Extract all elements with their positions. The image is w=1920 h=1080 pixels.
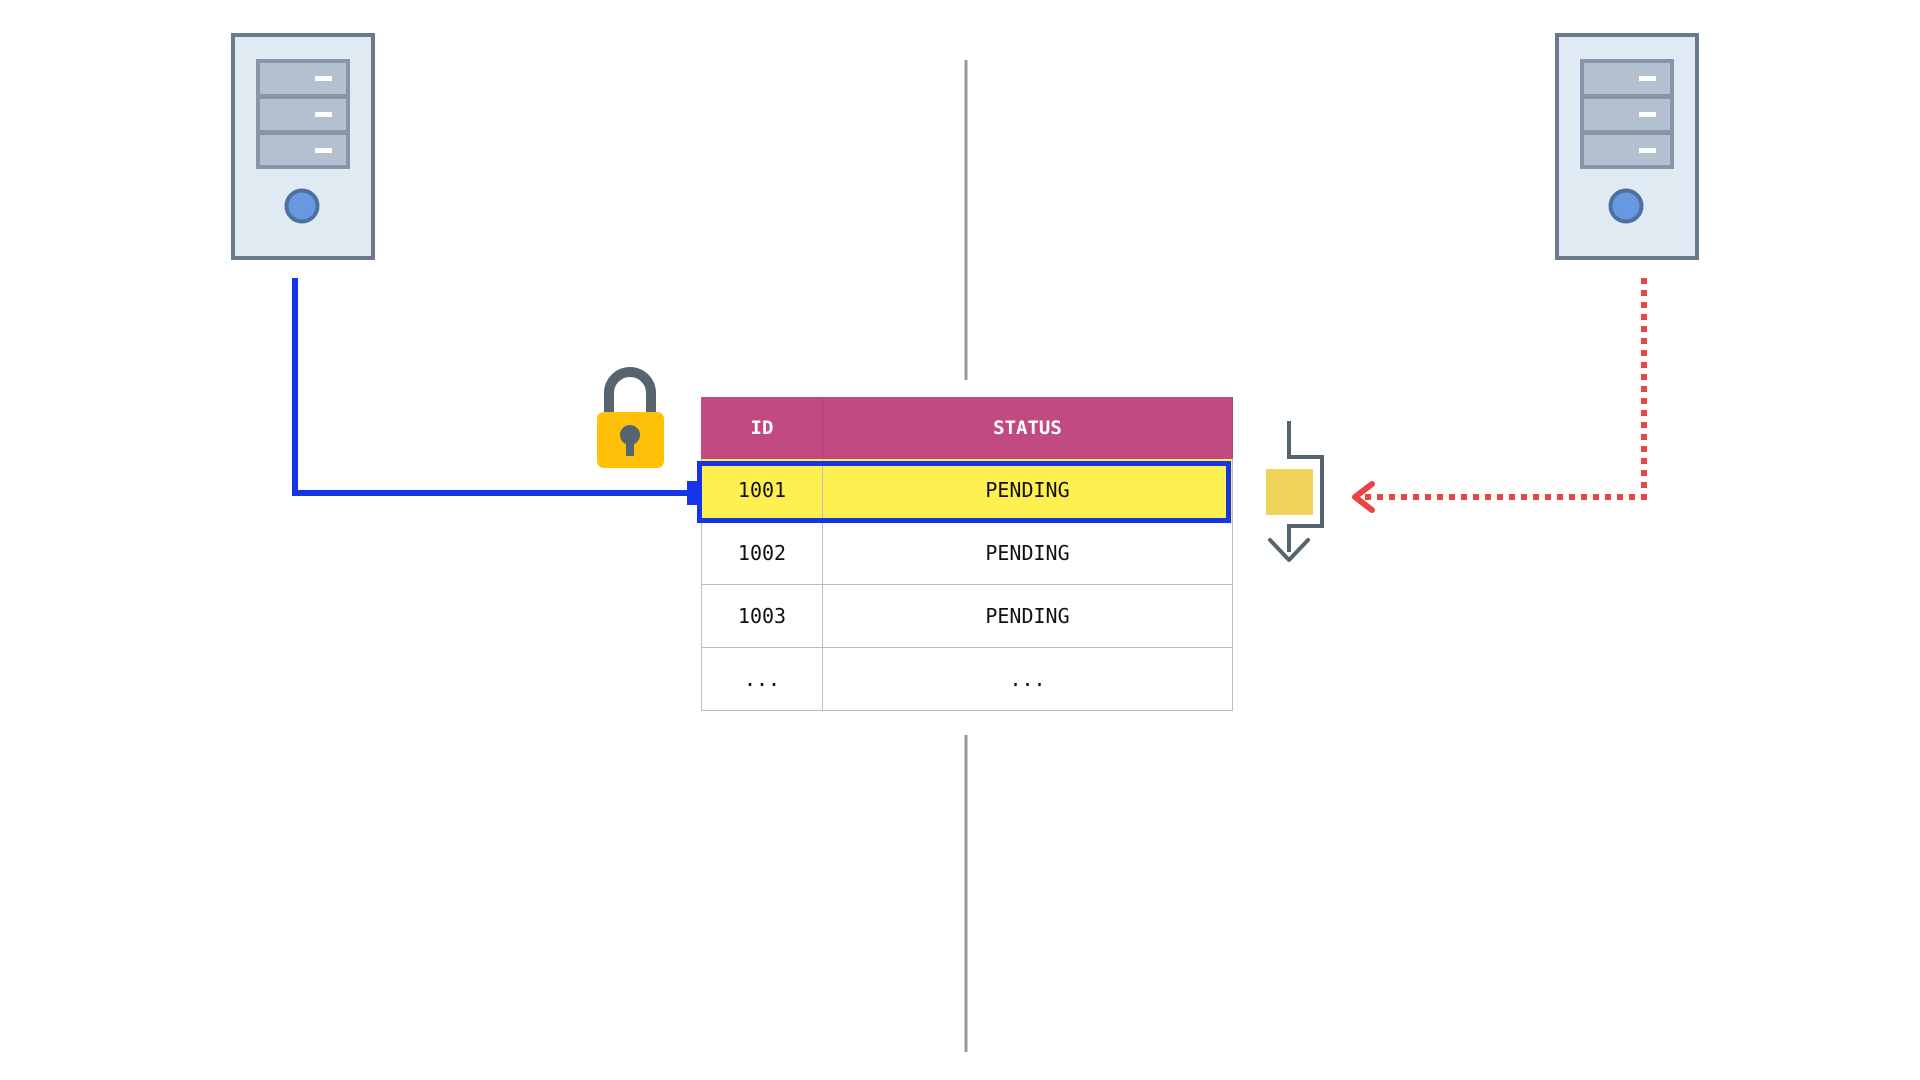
cell-status: ... (822, 647, 1233, 711)
padlock-icon (597, 367, 664, 468)
records-table: ID STATUS 1001 PENDING 1002 PENDING 1003… (701, 397, 1233, 711)
table-header-row: ID STATUS (701, 397, 1233, 459)
table-row: 1002 PENDING (701, 521, 1233, 585)
cell-id: 1001 (701, 458, 823, 522)
table-row-locked: 1001 PENDING (701, 458, 1233, 522)
right-server-icon (1555, 33, 1699, 260)
wait-queue-icon (1266, 421, 1324, 562)
cell-status: PENDING (822, 458, 1233, 522)
waiting-connection-line (1362, 278, 1647, 500)
table-row: ... ... (701, 647, 1233, 711)
header-status: STATUS (822, 397, 1233, 459)
cell-status: PENDING (822, 521, 1233, 585)
table-row: 1003 PENDING (701, 584, 1233, 648)
cell-status: PENDING (822, 584, 1233, 648)
header-id: ID (701, 397, 823, 459)
locked-connection-line (292, 278, 690, 496)
queued-request (1266, 469, 1313, 515)
locked-connection-end (687, 481, 699, 505)
cell-id: 1002 (701, 521, 823, 585)
cell-id: 1003 (701, 584, 823, 648)
waiting-arrow-head-icon (1352, 481, 1375, 513)
left-server-icon (231, 33, 375, 260)
cell-id: ... (701, 647, 823, 711)
